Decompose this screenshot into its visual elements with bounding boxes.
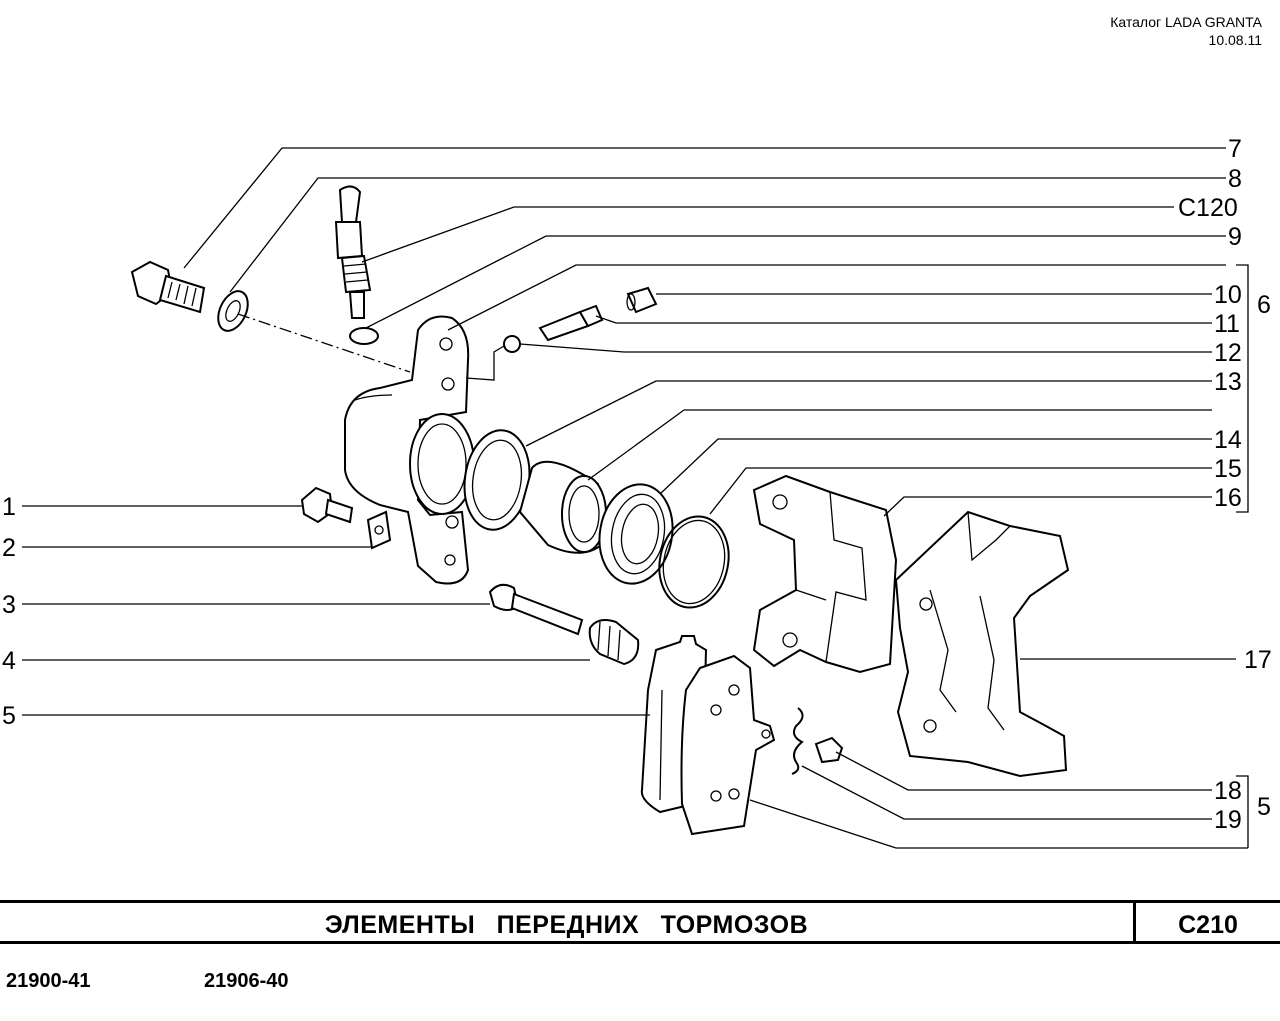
sealing-washer bbox=[217, 290, 249, 332]
callout-5-group: 5 bbox=[1257, 793, 1271, 821]
callout-12: 12 bbox=[1214, 339, 1242, 367]
callout-5: 5 bbox=[2, 702, 16, 730]
section-code: C210 bbox=[1178, 911, 1238, 939]
callout-19: 19 bbox=[1214, 806, 1242, 834]
callout-11: 11 bbox=[1214, 310, 1240, 338]
callout-16: 16 bbox=[1214, 484, 1242, 512]
model-code-1: 21900-41 bbox=[6, 970, 91, 992]
lock-plate bbox=[366, 510, 392, 550]
callout-numbers: 7 8 C120 9 10 11 12 13 14 15 16 6 17 18 … bbox=[2, 135, 1272, 834]
guide-screw bbox=[814, 736, 844, 764]
callout-18: 18 bbox=[1214, 777, 1242, 805]
caliper-bracket bbox=[752, 474, 898, 674]
sensor-washer bbox=[349, 327, 379, 345]
callout-8: 8 bbox=[1228, 165, 1242, 193]
callout-15: 15 bbox=[1214, 455, 1242, 483]
guide-pin bbox=[488, 583, 584, 636]
guide-pin-boot bbox=[588, 619, 640, 666]
callout-1: 1 bbox=[2, 493, 16, 521]
wear-sensor bbox=[334, 185, 372, 319]
callout-13: 13 bbox=[1214, 368, 1242, 396]
brake-exploded-diagram: 7 8 C120 9 10 11 12 13 14 15 16 6 17 18 … bbox=[2, 135, 1272, 849]
leader-lines bbox=[22, 147, 1248, 849]
callout-3: 3 bbox=[2, 591, 16, 619]
caliper-piston bbox=[518, 460, 607, 554]
bleed-valve bbox=[538, 304, 604, 342]
group-brackets bbox=[1236, 264, 1249, 848]
title-bar: ЭЛЕМЕНТЫ ПЕРЕДНИХ ТОРМОЗОВ C210 bbox=[0, 900, 1280, 944]
brake-pad-outer bbox=[680, 654, 776, 836]
caliper-housing bbox=[344, 315, 475, 585]
model-code-2: 21906-40 bbox=[204, 970, 289, 992]
title-divider bbox=[1133, 903, 1136, 941]
callout-7: 7 bbox=[1228, 135, 1242, 163]
catalog-name: Каталог LADA GRANTA bbox=[1110, 14, 1262, 30]
anti-rattle-spring bbox=[791, 707, 804, 775]
catalog-date: 10.08.11 bbox=[1208, 32, 1262, 48]
retaining-ring bbox=[658, 515, 730, 609]
brake-mounting-frame bbox=[894, 510, 1070, 778]
bleed-valve-cap bbox=[626, 286, 658, 314]
callout-17: 17 bbox=[1244, 646, 1272, 674]
banjo-bolt bbox=[130, 260, 206, 314]
caliper-bolt bbox=[300, 486, 354, 524]
callout-6: 6 bbox=[1257, 291, 1271, 319]
plug bbox=[503, 335, 521, 353]
page-title: ЭЛЕМЕНТЫ ПЕРЕДНИХ ТОРМОЗОВ bbox=[324, 911, 809, 939]
callout-14: 14 bbox=[1214, 426, 1242, 454]
callout-2: 2 bbox=[2, 534, 16, 562]
callout-4: 4 bbox=[2, 647, 16, 675]
callout-9: 9 bbox=[1228, 223, 1242, 251]
callout-c120: C120 bbox=[1178, 194, 1238, 222]
callout-10: 10 bbox=[1214, 281, 1242, 309]
piston-seal bbox=[598, 483, 674, 585]
